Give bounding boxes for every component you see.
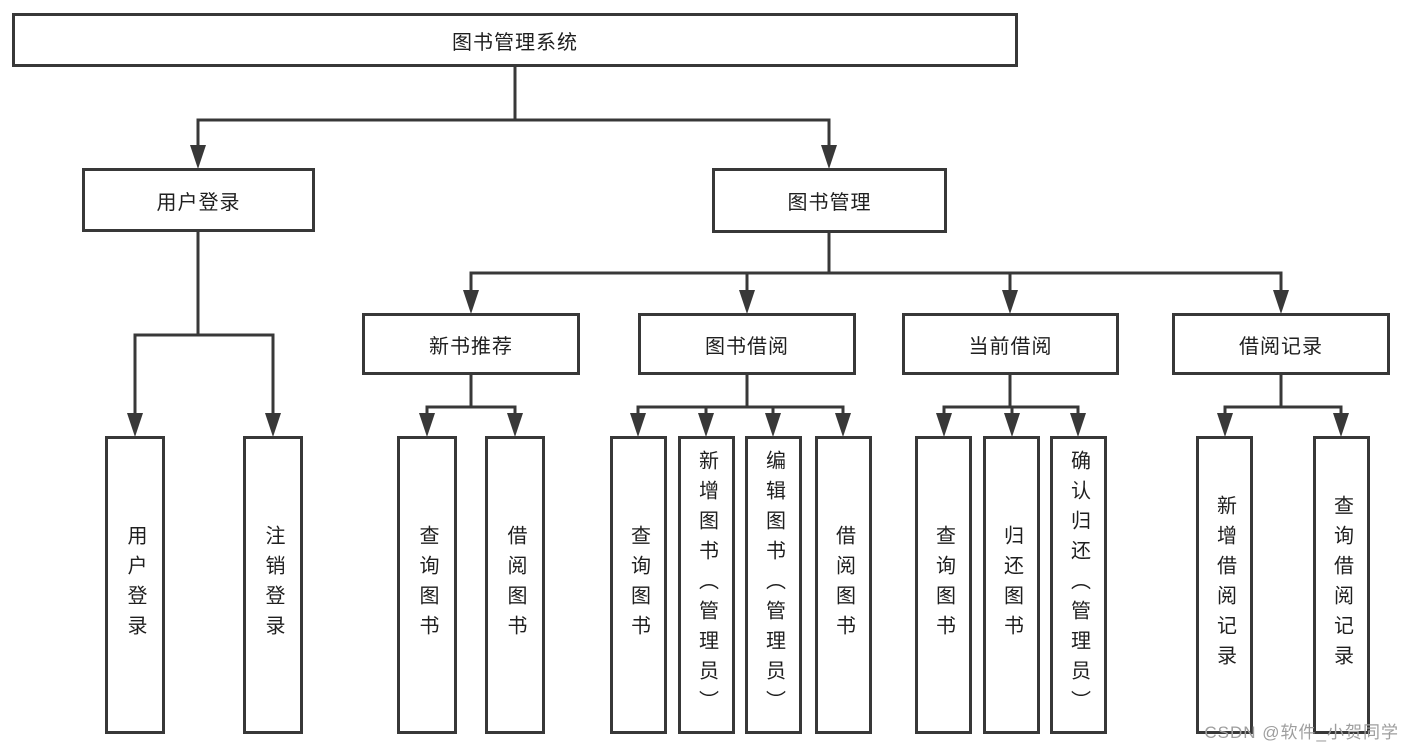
node-label: 图书借阅 (705, 335, 789, 358)
node-label: 新增图书（管理员） (695, 450, 718, 720)
node-book-management: 图书管理 (712, 168, 947, 233)
node-label: 注销登录 (262, 525, 284, 645)
leaf-query-books-current: 查询图书 (915, 436, 972, 734)
node-label: 图书管理 (787, 192, 872, 214)
leaf-borrow-books-recommend: 借阅图书 (485, 436, 545, 734)
node-borrowing-records: 借阅记录 (1172, 313, 1390, 375)
leaf-query-books-borrow: 查询图书 (610, 436, 667, 734)
node-label: 查询借阅记录 (1330, 495, 1353, 675)
node-label: 新书推荐 (429, 335, 513, 358)
leaf-edit-book-admin: 编辑图书（管理员） (745, 436, 802, 734)
leaf-query-borrow-record: 查询借阅记录 (1313, 436, 1370, 734)
node-label: 编辑图书（管理员） (762, 450, 785, 720)
node-current-borrowing: 当前借阅 (902, 313, 1119, 375)
leaf-borrow-books: 借阅图书 (815, 436, 872, 734)
leaf-query-books-recommend: 查询图书 (397, 436, 457, 734)
node-label: 当前借阅 (968, 335, 1053, 358)
node-label: 新增借阅记录 (1213, 495, 1236, 675)
node-library-management-system: 图书管理系统 (12, 13, 1018, 67)
leaf-add-borrow-record: 新增借阅记录 (1196, 436, 1253, 734)
node-new-book-recommend: 新书推荐 (362, 313, 580, 375)
node-label: 查询图书 (932, 525, 955, 645)
node-label: 查询图书 (627, 525, 650, 645)
node-label: 用户登录 (156, 191, 241, 214)
leaf-logout: 注销登录 (243, 436, 303, 734)
csdn-watermark: CSDN @软件_小贺同学 (1204, 723, 1399, 742)
node-label: 确认归还（管理员） (1067, 450, 1090, 720)
node-book-borrowing: 图书借阅 (638, 313, 856, 375)
leaf-confirm-return-admin: 确认归还（管理员） (1050, 436, 1107, 734)
node-label: 查询图书 (416, 525, 438, 645)
node-label: 用户登录 (124, 525, 146, 645)
node-label: 借阅图书 (832, 525, 855, 645)
node-label: 借阅记录 (1239, 335, 1323, 358)
leaf-return-book: 归还图书 (983, 436, 1040, 734)
leaf-add-book-admin: 新增图书（管理员） (678, 436, 735, 734)
node-user-login: 用户登录 (82, 168, 315, 232)
node-label: 借阅图书 (504, 525, 526, 645)
leaf-user-login: 用户登录 (105, 436, 165, 734)
node-label: 图书管理系统 (452, 31, 578, 54)
node-label: 归还图书 (1000, 525, 1023, 645)
